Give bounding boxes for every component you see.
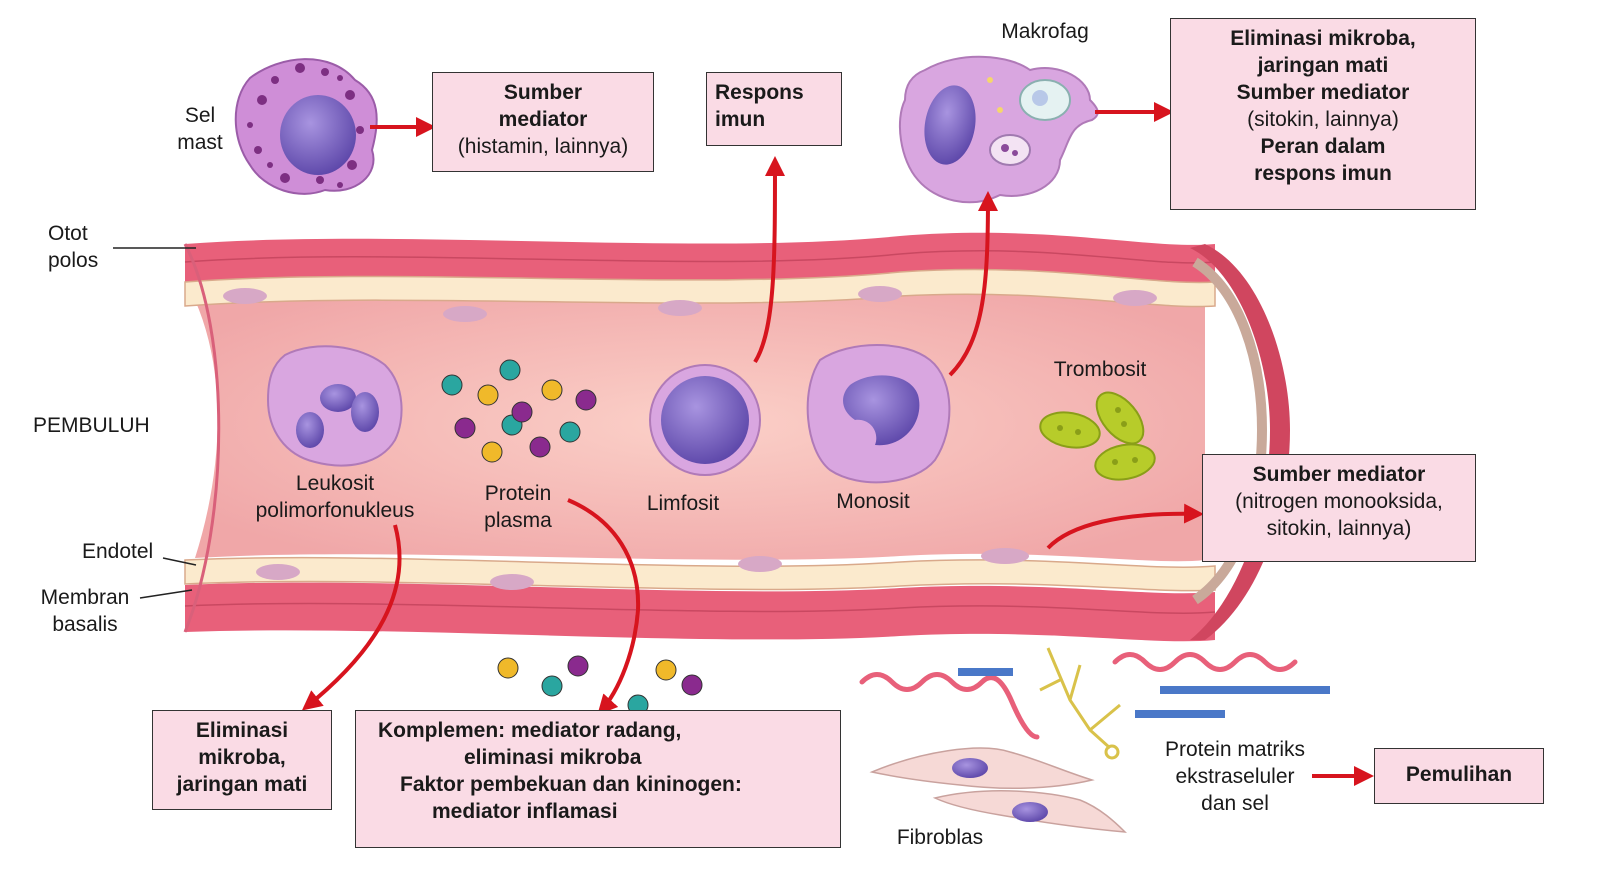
arrow-limfosit-to-respons [753,156,785,364]
box-endotel-mediator: Sumber mediator (nitrogen monooksida, si… [1202,454,1476,562]
leader-membran-basalis [139,589,193,599]
label-monosit: Monosit [836,490,910,513]
protein-dot [477,384,499,406]
lymphocyte-icon [649,364,761,476]
plasma-protein-icon [441,359,703,716]
label-limfosit: Limfosit [646,492,720,515]
arrow-monosit-to-makrofag [948,191,998,377]
box-mast-mediator: Sumber mediator (histamin, lainnya) [432,72,654,172]
protein-dot [655,659,677,681]
label-leukosit: Leukosit polimorfonukleus [255,472,415,522]
label-fibroblas: Fibroblas [896,826,984,849]
arrow-protein-to-komplemen [567,498,641,715]
box-respons-imun: Respons imun [706,72,842,146]
macrophage-icon [898,55,1099,204]
protein-dot [497,657,519,679]
monocyte-icon [806,344,951,484]
arrows [301,102,1374,786]
protein-dot [511,401,533,423]
leader-endotel [162,557,197,566]
fibroblast-icon [869,747,1127,833]
label-trombosit: Trombosit [1053,358,1147,381]
protein-dot [441,374,463,396]
label-protein-matriks: Protein matriks ekstraseluler dan sel [1164,738,1306,815]
neutrophil-icon [266,345,403,467]
arrow-leukosit-to-eliminasi [301,524,402,711]
arrow-endotel-to-mediator [1046,503,1204,550]
protein-dot [567,655,589,677]
protein-dot [575,389,597,411]
label-pembuluh: PEMBULUH [33,414,150,437]
mast-cell-icon [234,58,378,195]
protein-dot [454,417,476,439]
box-pemulihan: Pemulihan [1374,748,1544,804]
label-membran-basalis: Membran basalis [40,586,130,636]
box-makrofag-functions: Eliminasi mikroba, jaringan mati Sumber … [1170,18,1476,210]
box-leukosit-eliminasi: Eliminasi mikroba, jaringan mati [152,710,332,810]
protein-dot [499,359,521,381]
label-makrofag: Makrofag [1001,20,1089,43]
label-endotel: Endotel [82,540,154,563]
box-komplemen: Komplemen: mediator radang, eliminasi mi… [355,710,841,848]
label-otot-polos: Otot polos [48,222,99,272]
label-protein-plasma: Protein plasma [484,482,552,532]
protein-dot [541,379,563,401]
label-sel-mast: Sel mast [177,104,223,154]
collagen-fiber-icon [859,647,1330,760]
protein-dot [481,441,503,463]
protein-dot [541,675,563,697]
protein-dot [529,436,551,458]
protein-dot [559,421,581,443]
platelet-icon [1039,391,1156,481]
protein-dot [681,674,703,696]
